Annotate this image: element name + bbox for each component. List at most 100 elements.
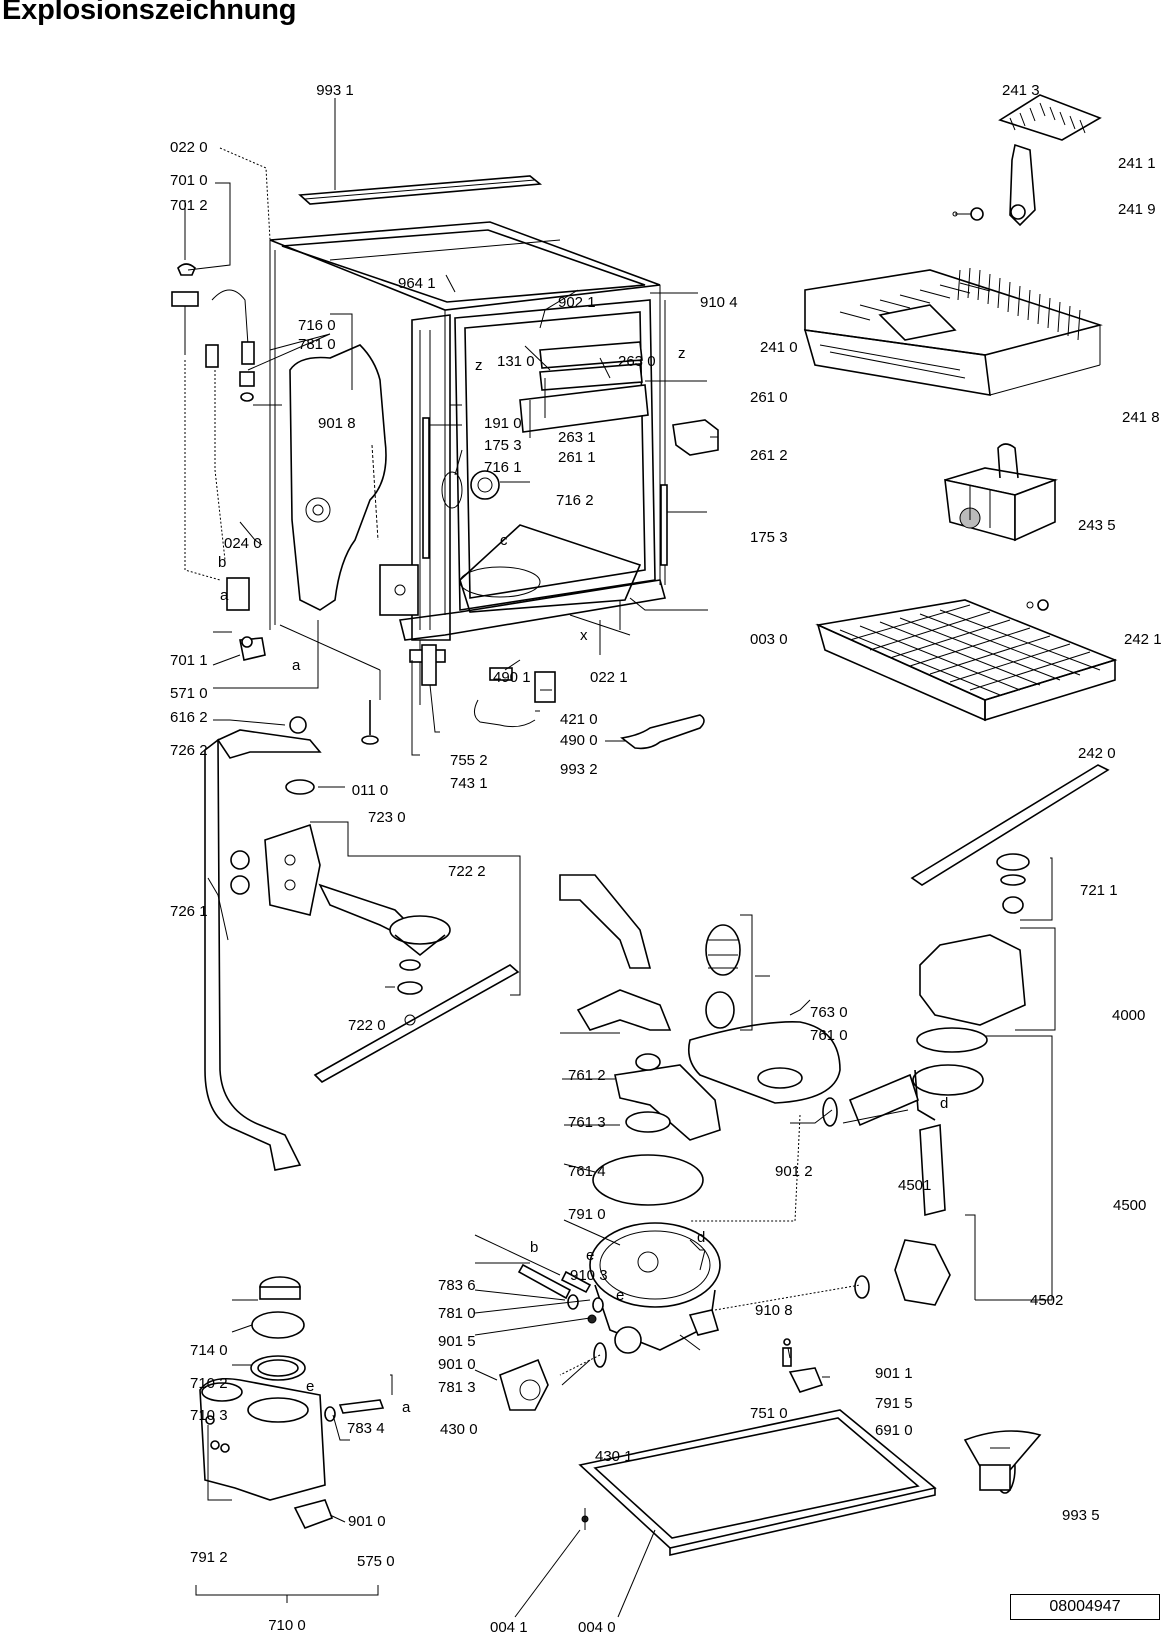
lower-basket (815, 599, 1118, 722)
label-175-3-a: 175 3 (484, 437, 522, 454)
connector-b-1: b (218, 554, 226, 571)
connector-d-1: d (940, 1095, 948, 1112)
label-761-0: 761 0 (810, 1027, 848, 1044)
label-901-1: 901 1 (875, 1365, 913, 1382)
label-430-0: 430 0 (440, 1421, 478, 1438)
connector-letters: z z b a a c x d d e b e e a (218, 345, 948, 1416)
label-743-1: 743 1 (450, 775, 488, 792)
label-022-1: 022 1 (590, 669, 628, 686)
connector-a-3: a (402, 1399, 411, 1416)
label-4500: 4500 (1113, 1197, 1146, 1214)
label-191-0: 191 0 (484, 415, 522, 432)
label-781-3: 781 3 (438, 1379, 476, 1396)
page-title: Explosionszeichnung (2, 0, 297, 26)
label-964-1: 964 1 (398, 275, 436, 292)
label-901-0: 901 0 (438, 1356, 476, 1373)
label-781-0: 781 0 (298, 336, 336, 353)
label-901-2: 901 2 (775, 1163, 813, 1180)
connector-x-1: x (580, 627, 588, 644)
upper-basket (803, 267, 1103, 396)
label-701-1: 701 1 (170, 652, 208, 669)
document-number: 08004947 (1010, 1594, 1160, 1620)
label-691-0: 691 0 (875, 1422, 913, 1439)
connector-e-1: e (586, 1247, 594, 1264)
connector-e-3: e (306, 1378, 314, 1395)
label-241-0: 241 0 (760, 339, 798, 356)
label-243-5: 243 5 (1078, 517, 1116, 534)
label-783-6: 783 6 (438, 1277, 476, 1294)
label-714-0: 714 0 (190, 1342, 228, 1359)
label-4502: 4502 (1030, 1292, 1063, 1309)
label-022-0: 022 0 (170, 139, 208, 156)
label-901-5: 901 5 (438, 1333, 476, 1350)
water-softener (199, 1276, 385, 1529)
connector-z-2: z (678, 345, 686, 362)
label-721-1: 721 1 (1080, 882, 1118, 899)
label-910-8: 910 8 (755, 1302, 793, 1319)
label-242-0: 242 0 (1078, 745, 1116, 762)
label-4501: 4501 (898, 1177, 931, 1194)
basket-accessories (952, 94, 1102, 227)
label-761-4: 761 4 (568, 1163, 606, 1180)
label-241-8: 241 8 (1122, 409, 1160, 426)
label-761-2: 761 2 (568, 1067, 606, 1084)
label-261-1: 261 1 (558, 449, 596, 466)
label-791-0: 791 0 (568, 1206, 606, 1223)
label-003-0: 003 0 (750, 631, 788, 648)
connector-b-2: b (530, 1239, 538, 1256)
label-241-9: 241 9 (1118, 201, 1156, 218)
leader-lines (184, 98, 1056, 1618)
label-421-0: 421 0 (560, 711, 598, 728)
label-763-0: 763 0 (810, 1004, 848, 1021)
label-791-2: 791 2 (190, 1549, 228, 1566)
label-901-8: 901 8 (318, 415, 356, 432)
label-263-1: 263 1 (558, 429, 596, 446)
label-004-1: 004 1 (490, 1619, 528, 1636)
base-tray (578, 1409, 937, 1557)
label-263-0: 263 0 (618, 353, 656, 370)
label-131-0: 131 0 (497, 353, 535, 370)
label-722-0: 722 0 (348, 1017, 386, 1034)
connector-a-2: a (292, 657, 301, 674)
label-175-3-b: 175 3 (750, 529, 788, 546)
label-004-0: 004 0 (578, 1619, 616, 1636)
filter-assembly (559, 874, 841, 1206)
connector-a-1: a (220, 587, 229, 604)
water-supply-parts (171, 263, 266, 661)
label-716-0: 716 0 (298, 317, 336, 334)
electrical-parts (361, 644, 705, 750)
label-616-2: 616 2 (170, 709, 208, 726)
label-710-3: 710 3 (190, 1407, 228, 1424)
label-993-5: 993 5 (1062, 1507, 1100, 1524)
label-751-0: 751 0 (750, 1405, 788, 1422)
label-571-0: 571 0 (170, 685, 208, 702)
upper-spray-parts (264, 779, 520, 1083)
label-993-2: 993 2 (560, 761, 598, 778)
sump-housing (499, 1222, 824, 1411)
label-993-1: 993 1 (316, 82, 354, 99)
cutlery-basket (944, 443, 1059, 542)
label-261-2: 261 2 (750, 447, 788, 464)
label-722-2: 722 2 (448, 863, 486, 880)
label-490-0: 490 0 (560, 732, 598, 749)
label-791-5: 791 5 (875, 1395, 913, 1412)
label-716-1: 716 1 (484, 459, 522, 476)
label-761-3: 761 3 (568, 1114, 606, 1131)
label-723-0: 723 0 (368, 809, 406, 826)
label-902-1: 902 1 (558, 294, 596, 311)
label-4000: 4000 (1112, 1007, 1145, 1024)
circulation-pump (822, 934, 1042, 1494)
connector-d-2: d (697, 1229, 705, 1246)
lower-spray-arm (910, 764, 1110, 914)
label-261-0: 261 0 (750, 389, 788, 406)
label-490-1: 490 1 (493, 669, 531, 686)
label-242-1: 242 1 (1124, 631, 1162, 648)
label-901-0-b: 901 0 (348, 1513, 386, 1530)
part-labels: 993 1 022 0 701 0 701 2 964 1 902 1 910 … (170, 82, 1162, 1636)
label-710-2: 710 2 (190, 1375, 228, 1392)
label-430-1: 430 1 (595, 1448, 633, 1465)
connector-z-1: z (475, 357, 483, 374)
label-781-0-b: 781 0 (438, 1305, 476, 1322)
label-024-0: 024 0 (224, 535, 262, 552)
